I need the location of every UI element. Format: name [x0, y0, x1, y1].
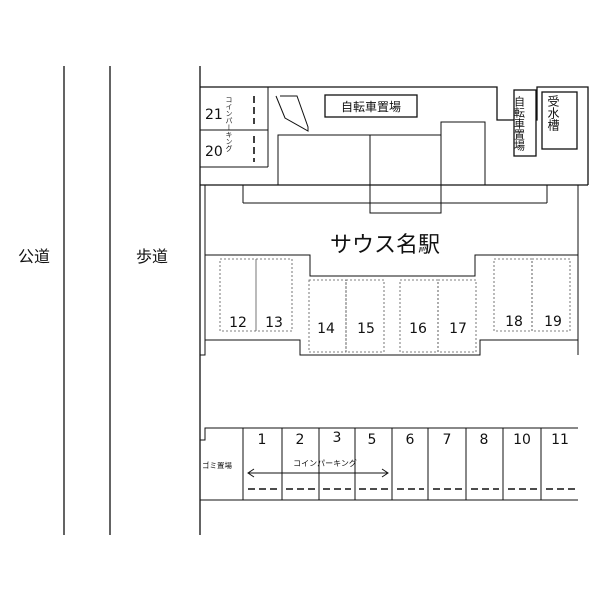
- bicycle-parking-vertical-label: 自転車置場: [513, 96, 526, 152]
- building-block-left: [277, 134, 371, 186]
- space-19: 19: [544, 314, 562, 330]
- space-16: 16: [409, 321, 427, 337]
- public-road-label: 公道: [18, 247, 50, 266]
- water-tank-box: [541, 91, 578, 150]
- space-18: 18: [505, 314, 523, 330]
- station-bottom-line: [205, 339, 578, 356]
- space-14-outline: [308, 279, 347, 353]
- bicycle-parking-label: 自転車置場: [341, 100, 401, 114]
- bicycle-parking-box: [324, 94, 418, 118]
- sidewalk-label: 歩道: [136, 247, 168, 266]
- space-20: 20: [205, 144, 223, 160]
- space-21: 21: [205, 107, 223, 123]
- space-17-outline: [437, 279, 477, 353]
- coin-parking-arrow-left-head: [247, 468, 255, 478]
- space-2: 2: [296, 432, 305, 448]
- station-name: サウス名駅: [330, 233, 440, 258]
- middle-parking-spaces: [219, 258, 571, 353]
- space-16-outline: [399, 279, 439, 353]
- site-boundary-top: [200, 86, 589, 185]
- space-17: 17: [449, 321, 467, 337]
- coin-parking-horizontal-label: コインパーキング: [293, 458, 357, 468]
- coin-parking-arrow-right-head: [381, 468, 389, 478]
- bicycle-parking-vertical-box: [513, 89, 537, 157]
- space-3: 3: [333, 430, 342, 446]
- bottom-space-dividers: [242, 428, 542, 500]
- space-5: 5: [368, 432, 377, 448]
- space-14: 14: [317, 321, 335, 337]
- space-12: 12: [229, 315, 247, 331]
- space-11: 11: [551, 432, 569, 448]
- space-1: 1: [258, 432, 267, 448]
- station-canopy-line: [205, 254, 578, 277]
- space-15: 15: [357, 321, 375, 337]
- space-15-outline: [345, 279, 385, 353]
- space-10: 10: [513, 432, 531, 448]
- station-left-edge: [200, 185, 206, 356]
- building-block-right: [440, 121, 486, 185]
- coin-parking-vertical-label: コインパーキング: [225, 96, 233, 152]
- corner-marking: [275, 95, 309, 132]
- space-19-outline: [531, 258, 571, 332]
- space-13-outline: [255, 258, 293, 332]
- space-7: 7: [443, 432, 452, 448]
- water-tank-label: 受水槽: [546, 95, 560, 132]
- space-13: 13: [265, 315, 283, 331]
- space-8: 8: [480, 432, 489, 448]
- space-6: 6: [406, 432, 415, 448]
- building-block-center: [369, 134, 442, 214]
- garbage-label: ゴミ置場: [202, 460, 232, 470]
